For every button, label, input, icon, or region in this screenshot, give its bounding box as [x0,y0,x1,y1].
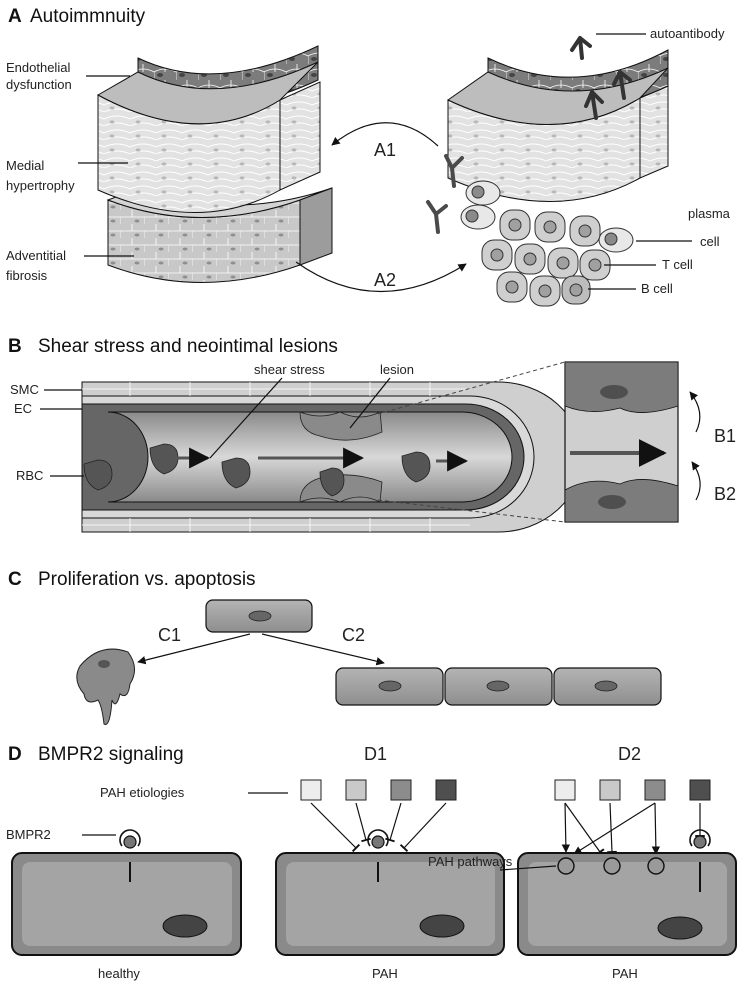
arrow-a2-label: A2 [374,270,396,290]
rbc-label: RBC [16,468,43,483]
panel-d-letter: D [8,744,22,765]
arrow-c2 [261,633,385,666]
arrow-b2-label: B2 [714,484,736,504]
plasma-cell-label-line1: plasma [688,206,731,221]
panel-b-title: Shear stress and neointimal lesions [38,336,338,357]
vessel-wall-block-right [447,49,669,202]
adventitial-label-line1: Adventitial [6,248,66,263]
medial-label-line2: hypertrophy [6,178,75,193]
caption-pah-d2: PAH [612,966,638,981]
shear-stress-label: shear stress [254,362,325,377]
arrow-b1-label: B1 [714,426,736,446]
plasma-cell-label-line2: cell [700,234,720,249]
pah-etiologies-label: PAH etiologies [100,785,185,800]
arrow-c1 [137,633,251,665]
arrow-b2 [691,461,701,501]
lesion-leader [349,377,391,429]
smc-label: SMC [10,382,39,397]
b-cell-label: B cell [641,281,673,296]
proliferating-cells [335,667,662,706]
panel-b-letter: B [8,336,22,357]
apoptotic-cell [76,648,135,725]
panel-a: A Autoimmnuity Endothelial dysfunction M… [6,6,731,307]
autoantibody-icons [570,36,632,120]
flow-arrows [176,447,469,472]
pah-pathways-leader [499,865,557,871]
arrow-b1 [689,391,701,433]
panel-c-letter: C [8,569,22,590]
arrow-a1 [331,122,439,147]
caption-healthy: healthy [98,966,140,981]
d2-etiology-boxes [554,779,711,801]
zoom-inset [564,361,679,523]
arrow-a1-label: A1 [374,140,396,160]
lesion-label: lesion [380,362,414,377]
panel-c-title: Proliferation vs. apoptosis [38,569,256,590]
zoom-line-bottom [377,499,566,523]
arrow-a2 [295,261,467,293]
panel-a-letter: A [8,6,22,27]
cell-healthy [11,852,242,956]
immune-cell-cluster [460,180,634,307]
bmpr2-receptors [119,829,711,892]
caption-pah-d1: PAH [372,966,398,981]
panel-d-title: BMPR2 signaling [38,744,184,765]
panel-d: D BMPR2 signaling D1 D2 PAH etiologies [6,744,737,981]
panel-b: B Shear stress and neointimal lesions [8,336,736,533]
d1-inhibition-lines [310,802,447,853]
panel-a-title: Autoimmnuity [30,6,146,27]
ec-label: EC [14,401,32,416]
pah-pathways-label: PAH pathways [428,854,513,869]
d1-label: D1 [364,744,387,764]
arrow-c2-label: C2 [342,625,365,645]
bmpr2-label: BMPR2 [6,827,51,842]
parent-cell [205,599,313,633]
vessel-wall-block-left [96,45,333,283]
arrow-c1-label: C1 [158,625,181,645]
endothelial-label-line2: dysfunction [6,77,72,92]
medial-label-line1: Medial [6,158,44,173]
d1-etiology-boxes [300,779,457,801]
d2-pathway-lines [561,802,705,856]
autoantibody-label: autoantibody [650,26,725,41]
adventitial-label-line2: fibrosis [6,268,48,283]
panel-c: C Proliferation vs. apoptosis C1 C2 [8,569,662,725]
cell-pah-d2 [517,852,737,956]
free-antibody-icons [426,154,464,234]
zoom-line-top [377,361,566,415]
cell-pah-d1 [275,852,505,956]
endothelial-label-line1: Endothelial [6,60,70,75]
t-cell-label: T cell [662,257,693,272]
red-blood-cells [83,443,431,497]
shear-stress-leader [209,377,283,459]
d2-label: D2 [618,744,641,764]
